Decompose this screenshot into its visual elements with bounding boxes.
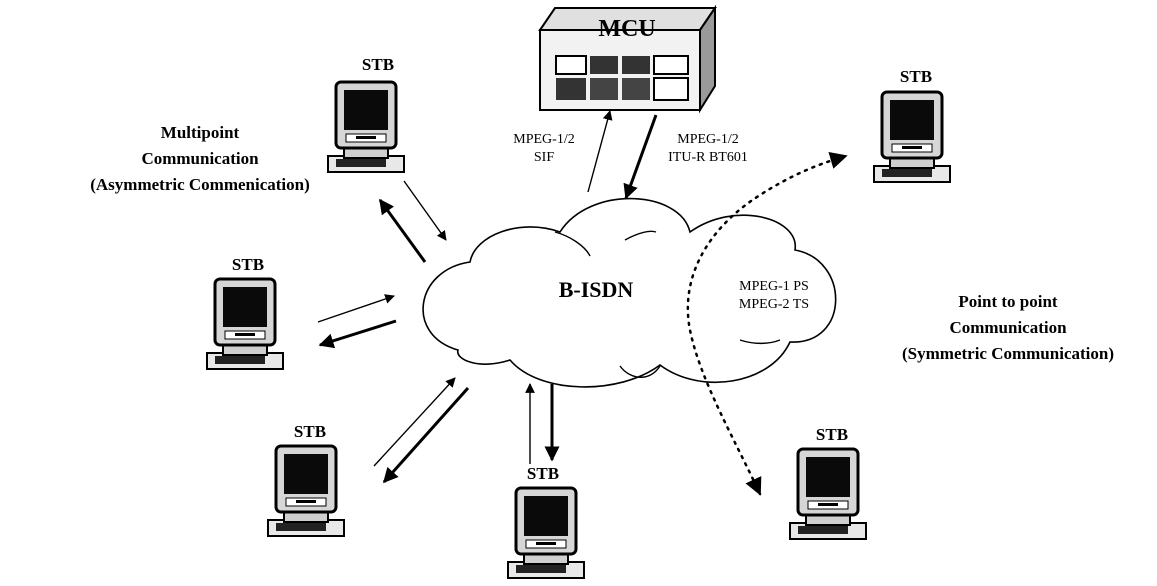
downlink-label-line1: MPEG-1/2 [677,132,738,147]
stb-label-bottom-center: STB [527,464,559,483]
stb-terminal-bottom-right [788,447,868,541]
stb-terminal-bottom-left [266,444,346,538]
stb-terminal-top-left [326,80,406,174]
stb-label-bottom-right: STB [816,425,848,444]
stb-mid-left-down-arrow [318,319,397,349]
downlink-arrow [623,114,658,200]
uplink-label-line2: SIF [534,150,554,165]
p2p-caption-line2: Communication [949,318,1067,337]
mcu-label: MCU [598,16,655,42]
stb-terminal-bottom-center [506,486,586,580]
stream-label-line1: MPEG-1 PS [739,279,809,294]
stb-bottom-left-up-arrow [373,377,456,467]
mcu-device [538,4,717,114]
stb-mid-left-up-arrow [317,294,395,323]
multipoint-caption-line2: Communication [141,149,259,168]
point-to-point-link [686,151,848,496]
uplink-arrow [587,110,613,193]
stb-label-bottom-left: STB [294,422,326,441]
stream-label-line2: MPEG-2 TS [739,297,809,312]
stb-top-left-down-arrow [378,198,427,263]
stb-label-top-left: STB [362,55,394,74]
cloud-label: B-ISDN [559,277,634,302]
multipoint-caption-line3: (Asymmetric Commenication) [90,175,310,194]
stb-bottom-left-down-arrow [382,387,470,484]
stb-label-mid-left: STB [232,255,264,274]
p2p-caption-line3: (Symmetric Communication) [902,344,1114,363]
multipoint-caption-line1: Multipoint [161,123,240,142]
p2p-caption-line1: Point to point [958,292,1058,311]
downlink-label-line2: ITU-R BT601 [668,150,748,165]
uplink-label-line1: MPEG-1/2 [513,132,574,147]
stb-terminal-top-right [872,90,952,184]
stb-terminal-mid-left [205,277,285,371]
stb-label-top-right: STB [900,67,932,86]
stb-top-left-up-arrow [403,180,447,241]
